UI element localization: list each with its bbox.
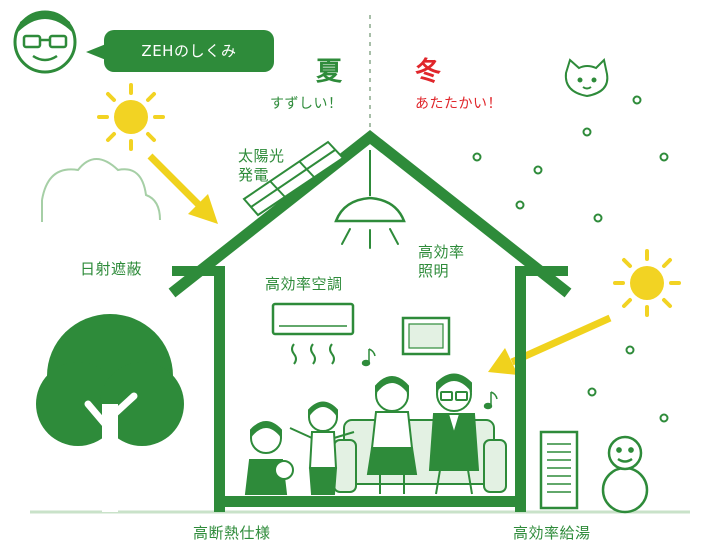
sunlight-arrow-winter (488, 314, 612, 375)
winter-title: 冬 (415, 57, 442, 87)
summer-subtitle: すずしい！ (270, 96, 343, 112)
ceiling-lamp-icon (334, 150, 406, 249)
winter-subtitle: あたたかい！ (415, 96, 502, 112)
sun-icon (97, 83, 165, 151)
sunlight-arrow-summer (147, 153, 218, 224)
tree-icon (36, 314, 184, 512)
label-aircon: 高効率空調 (265, 275, 343, 293)
label-insulation: 高断熱仕様 (193, 524, 271, 542)
music-note-icon (483, 391, 498, 410)
label-lighting: 高効率 照明 (418, 243, 465, 280)
music-note-icon (361, 348, 376, 367)
sun-icon (613, 249, 681, 317)
cat-icon (564, 57, 609, 98)
snowman-icon (601, 435, 649, 514)
shade-cloud-outline (41, 158, 161, 222)
solar-panel-icon (242, 140, 345, 217)
air-conditioner-icon (271, 302, 355, 365)
label-solar: 太陽光 発電 (238, 147, 285, 184)
speech-bubble: ZEHのしくみ (104, 30, 274, 72)
family-illustration (244, 373, 480, 495)
sofa-icon (333, 419, 507, 493)
water-heater-icon (539, 430, 579, 510)
man-avatar-icon (13, 10, 77, 74)
summer-title: 夏 (316, 57, 343, 87)
speech-bubble-tail (86, 44, 106, 60)
label-shading: 日射遮蔽 (80, 260, 143, 278)
snow-dots (472, 95, 669, 423)
label-water-heater: 高効率給湯 (513, 524, 591, 542)
wall-frame-icon (401, 316, 451, 356)
house (168, 129, 572, 512)
